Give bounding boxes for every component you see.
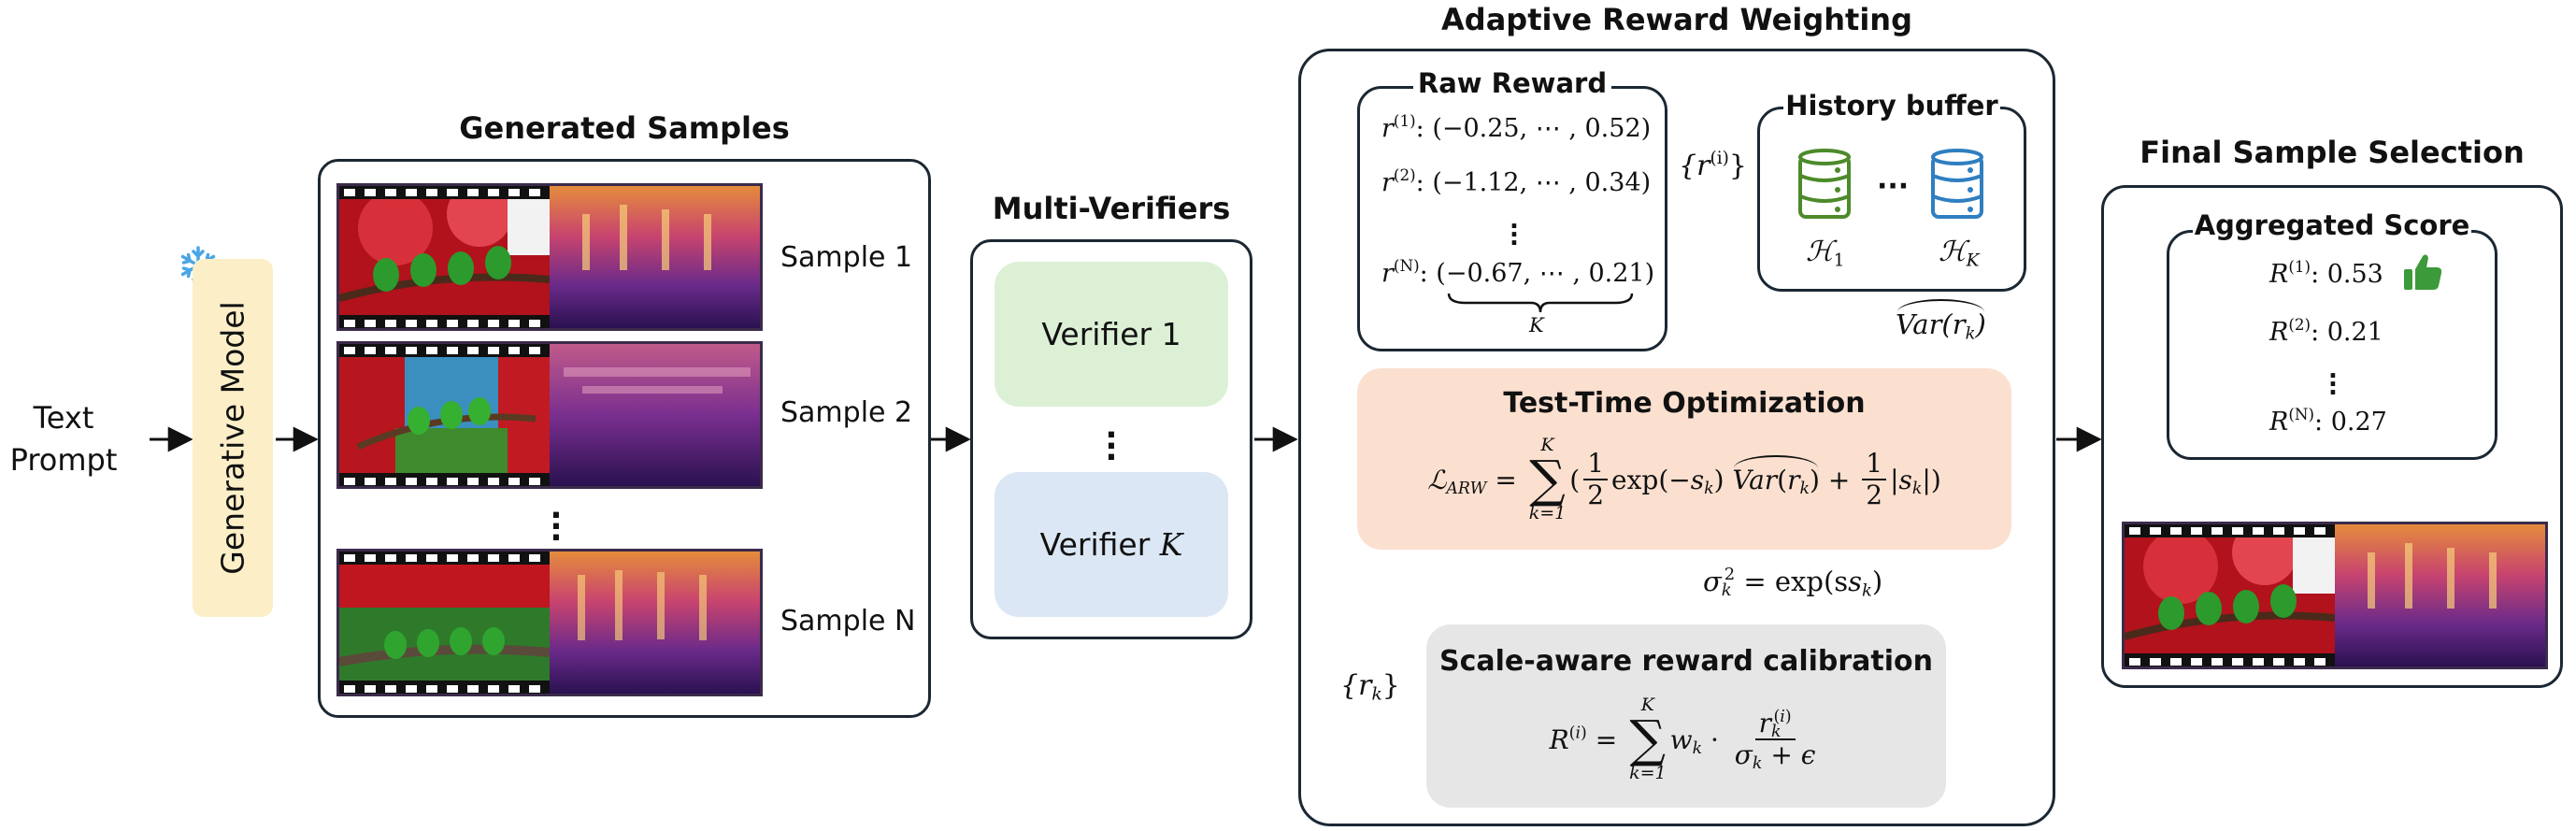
raw-reward-brace-label: K bbox=[1529, 314, 1544, 337]
samples-ellipsis: ... bbox=[550, 489, 563, 549]
raw-reward-row-2: r(2): (−1.12, ⋯ , 0.34) bbox=[1381, 165, 1652, 197]
sample-2-media bbox=[336, 341, 763, 489]
tto-title: Test-Time Optimization bbox=[1503, 387, 1866, 420]
calibration-title: Scale-aware reward calibration bbox=[1438, 645, 1934, 678]
arw-title: Adaptive Reward Weighting bbox=[1441, 2, 1912, 37]
raw-reward-ellipsis: ... bbox=[1510, 207, 1519, 252]
raw-reward-brace bbox=[1447, 293, 1634, 313]
raw-reward-title: Raw Reward bbox=[1413, 67, 1611, 99]
sigma-equation: σk2 = exp(ssk) bbox=[1703, 565, 1883, 601]
rk-set-label: {rk} bbox=[1340, 669, 1400, 705]
raw-reward-panel bbox=[1357, 86, 1667, 351]
aggregated-score-panel bbox=[2167, 230, 2497, 460]
verifiers-ellipsis: ... bbox=[1105, 408, 1118, 468]
sample-n-media bbox=[336, 549, 763, 696]
generative-model-block: Generative Model bbox=[193, 259, 273, 617]
sample-1-label: Sample 1 bbox=[780, 241, 913, 274]
verifier-k-block: Verifier K bbox=[995, 472, 1228, 617]
aggregated-score-title: Aggregated Score bbox=[2193, 209, 2471, 241]
thumbs-up-icon bbox=[2404, 254, 2442, 290]
score-row-n: R(N): 0.27 bbox=[2269, 405, 2387, 437]
reward-set-label: {r(i)} bbox=[1679, 148, 1747, 182]
sample-1-media bbox=[336, 183, 763, 331]
verifier-1-label: Verifier 1 bbox=[1041, 316, 1181, 352]
text-prompt-label: Text Prompt bbox=[9, 400, 118, 478]
calibration-formula: R(i) = K∑k=1 wk · rk(i)σk + ϵ bbox=[1549, 695, 1816, 783]
database-icon bbox=[1931, 149, 1983, 219]
sample-n-label: Sample N bbox=[780, 605, 916, 638]
generative-model-label: Generative Model bbox=[214, 301, 251, 575]
final-selection-title: Final Sample Selection bbox=[2140, 135, 2525, 170]
raw-reward-row-1: r(1): (−0.25, ⋯ , 0.52) bbox=[1381, 111, 1652, 143]
selected-sample-media bbox=[2122, 522, 2548, 669]
history-h1-label: ℋ1 bbox=[1806, 236, 1845, 271]
multi-verifiers-title: Multi-Verifiers bbox=[992, 191, 1231, 226]
verifier-k-label: Verifier K bbox=[1039, 526, 1183, 563]
generated-samples-title: Generated Samples bbox=[459, 110, 790, 146]
score-row-1: R(1): 0.53 bbox=[2269, 257, 2383, 289]
test-time-optimization-block bbox=[1357, 368, 2011, 550]
raw-reward-row-n: r(N): (−0.67, ⋯ , 0.21) bbox=[1381, 256, 1655, 288]
sample-2-label: Sample 2 bbox=[780, 396, 913, 429]
scores-ellipsis: ... bbox=[2328, 356, 2338, 402]
score-row-2: R(2): 0.21 bbox=[2269, 315, 2383, 347]
calibration-block bbox=[1426, 624, 1946, 808]
database-icon bbox=[1798, 149, 1851, 219]
history-hk-label: ℋK bbox=[1939, 236, 1980, 271]
history-dots: ··· bbox=[1877, 170, 1910, 203]
history-buffer-title: History buffer bbox=[1783, 90, 2000, 122]
variance-label: Var(rk) bbox=[1896, 299, 1986, 344]
verifier-1-block: Verifier 1 bbox=[995, 262, 1228, 407]
